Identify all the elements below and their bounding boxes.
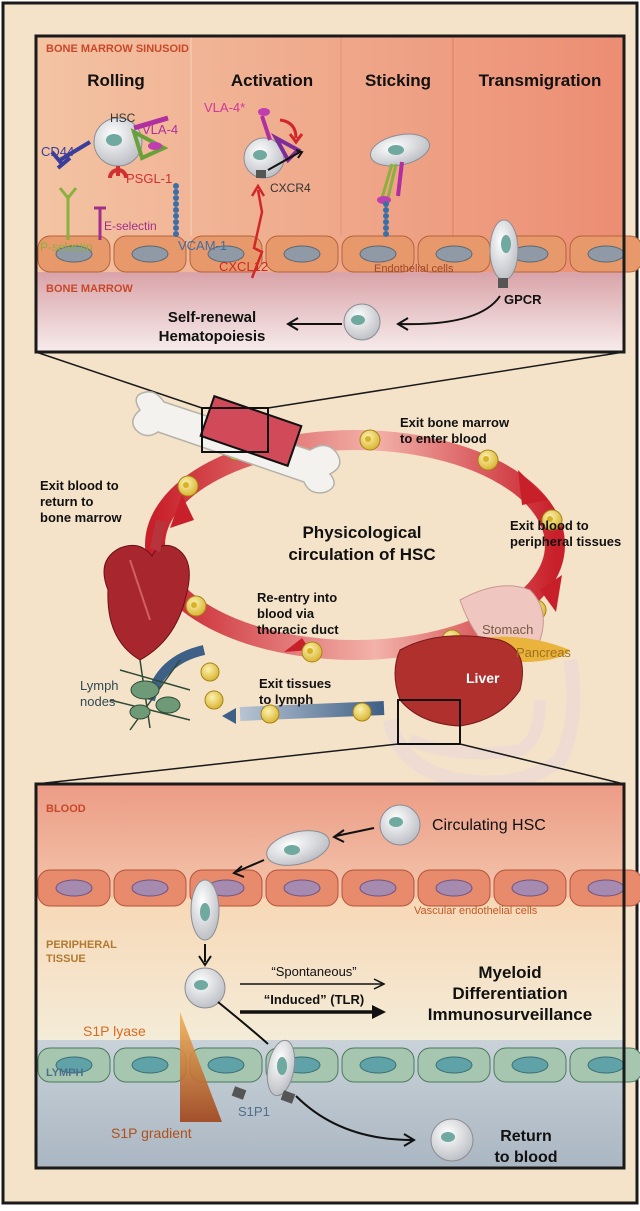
label-induced: “Induced” (TLR) [264,992,364,1007]
circulating-cell [360,430,380,450]
endothelial-cell [266,236,338,272]
vascular-endothelial-cell [494,870,566,906]
stage-rolling: Rolling [87,71,145,90]
label-vascular-endothelial: Vascular endothelial cells [414,905,538,917]
label-hematopoiesis: Hematopoiesis [159,328,266,345]
label-reentry-1: Re-entry into [257,590,337,605]
label-exit-tissues-2: to lymph [259,692,313,707]
stage-activation: Activation [231,71,313,90]
circulating-cell [186,596,206,616]
label-exit-blood-pt-1: Exit blood to [510,518,589,533]
vcam1 [173,183,179,237]
label-cxcr4: CXCR4 [270,181,311,195]
label-nodes: nodes [80,694,116,709]
label-e-selectin: E-selectin [104,219,157,233]
label-exit-bone-marrow-1: Exit bone marrow [400,415,510,430]
lymph-cell [353,703,371,721]
top-panel: BONE MARROW SINUSOID BONE MARROW Rolling… [36,36,640,352]
label-spontaneous: “Spontaneous” [271,964,356,979]
label-pancreas: Pancreas [516,645,571,660]
label-hsc: HSC [110,111,136,125]
circulating-cell [302,642,322,662]
circulating-hsc-cell [380,805,420,845]
label-s1p-gradient: S1P gradient [111,1125,192,1141]
label-cxcl12: CXCL12 [219,259,268,274]
label-liver: Liver [466,670,500,686]
label-vcam1: VCAM-1 [178,238,227,253]
label-differentiation: Differentiation [452,984,567,1003]
label-gpcr: GPCR [504,292,542,307]
bottom-panel: BLOOD PERIPHERAL TISSUE LYMPH Circulatin… [36,784,640,1168]
vascular-endothelial-cell [342,870,414,906]
endothelial-cell [570,236,640,272]
label-exit-bone-marrow-2: to enter blood [400,431,487,446]
label-s1p1: S1P1 [238,1104,270,1119]
region-label-lymph: LYMPH [46,1067,84,1079]
label-lymph: Lymph [80,678,119,693]
lymph-cell [261,705,279,723]
label-psgl1: PSGL-1 [126,171,172,186]
region-label-bone-marrow: BONE MARROW [46,283,133,295]
label-immunosurveillance: Immunosurveillance [428,1005,592,1024]
lymphatic-endothelial-cell [342,1048,414,1082]
label-exit-blood-bm-1: Exit blood to [40,478,119,493]
label-circulating-hsc: Circulating HSC [432,817,546,834]
vascular-endothelial-cell [38,870,110,906]
region-label-peripheral: PERIPHERAL [46,939,117,951]
lymphatic-endothelial-cell [418,1048,490,1082]
label-self-renewal: Self-renewal [168,309,256,326]
returning-hsc [431,1119,473,1161]
lymph-cell [205,691,223,709]
label-exit-tissues-1: Exit tissues [259,676,331,691]
circulating-cell [478,450,498,470]
label-myeloid: Myeloid [478,963,541,982]
label-vla4: VLA-4 [142,122,178,137]
lymph-cell [201,663,219,681]
stage-transmigration: Transmigration [479,71,602,90]
label-to-blood: to blood [494,1149,557,1166]
label-exit-blood-bm-2: return to [40,494,94,509]
label-s1p-lyase: S1P lyase [83,1023,146,1039]
lymphatic-endothelial-cell [114,1048,186,1082]
lymphatic-endothelial-cell [570,1048,640,1082]
vascular-endothelial-cell [114,870,186,906]
region-label-sinusoid: BONE MARROW SINUSOID [46,43,189,55]
vascular-endothelial-cell [570,870,640,906]
stage-sticking: Sticking [365,71,431,90]
label-exit-blood-bm-3: bone marrow [40,510,123,525]
extravasating-cell [191,880,219,940]
label-vla4-active: VLA-4* [204,100,245,115]
label-p-selectin: P-selectin [40,240,93,254]
vascular-endothelial-cell [266,870,338,906]
label-reentry-3: thoracic duct [257,622,339,637]
center-title-2: circulation of HSC [288,545,435,564]
endothelial-cell [114,236,186,272]
vascular-endothelial-cell [418,870,490,906]
circulating-cell [178,476,198,496]
center-title-1: Physicological [302,523,421,542]
label-cd44: CD44 [41,144,74,159]
lymphatic-endothelial-cell [494,1048,566,1082]
region-label-tissue: TISSUE [46,953,86,965]
label-endothelial-cells: Endothelial cells [374,263,454,275]
label-stomach: Stomach [482,622,533,637]
label-exit-blood-pt-2: peripheral tissues [510,534,621,549]
label-reentry-2: blood via [257,606,315,621]
region-label-blood: BLOOD [46,803,86,815]
label-return: Return [500,1128,552,1145]
